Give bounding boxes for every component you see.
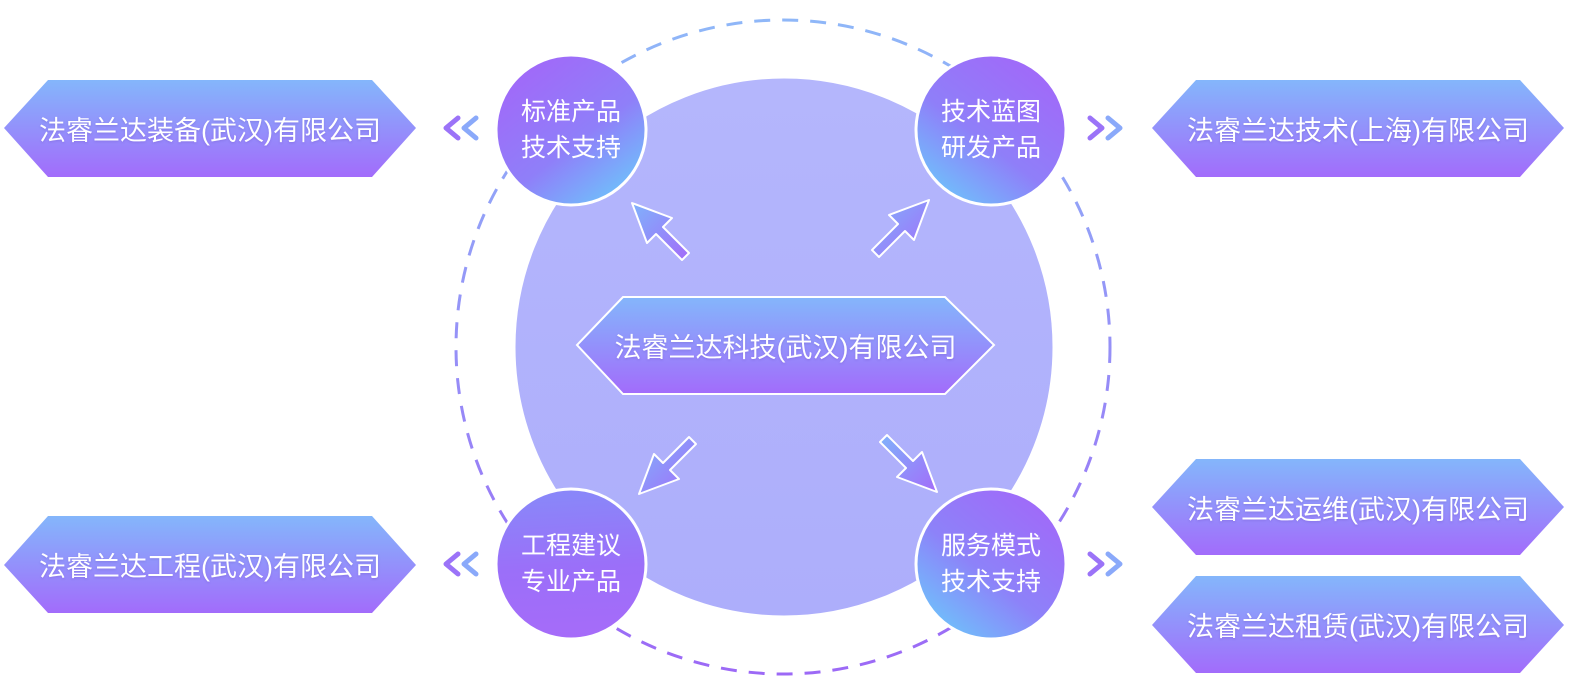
node-circle-top-left — [494, 53, 648, 207]
node-circle-top-right — [914, 53, 1068, 207]
company-label-operations: 法睿兰达运维(武汉)有限公司 — [1187, 494, 1529, 525]
center-hexagon — [575, 296, 996, 395]
node-bottom-left-line1: 工程建议 — [520, 532, 621, 560]
arrow-down-right-icon — [879, 434, 938, 493]
node-bottom-right-line2: 技术支持 — [940, 568, 1041, 596]
node-circle-bottom-right — [914, 487, 1068, 641]
company-hexagon-leasing — [1152, 576, 1564, 673]
chevron-right-icon-bottom — [1087, 551, 1123, 577]
arrow-down-left-icon — [638, 436, 697, 495]
center-company-label: 法睿兰达科技(武汉)有限公司 — [614, 333, 957, 363]
arrow-up-left-icon — [631, 202, 690, 261]
company-hexagon-equipment — [4, 80, 416, 177]
node-top-right-line1: 技术蓝图 — [940, 98, 1041, 126]
chevron-left-icon-bottom — [443, 551, 479, 577]
company-label-leasing: 法睿兰达租赁(武汉)有限公司 — [1187, 612, 1529, 642]
node-top-left-line2: 技术支持 — [520, 134, 621, 162]
company-label-equipment: 法睿兰达装备(武汉)有限公司 — [39, 116, 381, 146]
company-label-shanghai: 法睿兰达技术(上海)有限公司 — [1187, 116, 1529, 146]
arrow-up-right-icon — [871, 199, 930, 258]
dashed-ring — [454, 18, 1112, 676]
node-top-left: 标准产品 技术支持 — [496, 55, 646, 205]
node-top-right: 技术蓝图 研发产品 — [916, 55, 1066, 205]
node-top-left-line1: 标准产品 — [520, 98, 621, 126]
company-label-engineering: 法睿兰达工程(武汉)有限公司 — [39, 552, 381, 582]
node-bottom-right-line1: 服务模式 — [940, 532, 1041, 560]
company-hexagon-operations — [1152, 459, 1564, 555]
chevron-left-icon-top — [443, 115, 479, 141]
node-bottom-right: 服务模式 技术支持 — [916, 489, 1066, 639]
node-circle-bottom-left — [494, 487, 648, 641]
node-top-right-line2: 研发产品 — [940, 134, 1041, 162]
company-hexagon-engineering — [4, 516, 416, 613]
company-hexagon-shanghai — [1152, 80, 1564, 177]
node-bottom-left-line2: 专业产品 — [520, 568, 621, 596]
node-bottom-left: 工程建议 专业产品 — [496, 489, 646, 639]
chevron-right-icon-top — [1087, 115, 1123, 141]
